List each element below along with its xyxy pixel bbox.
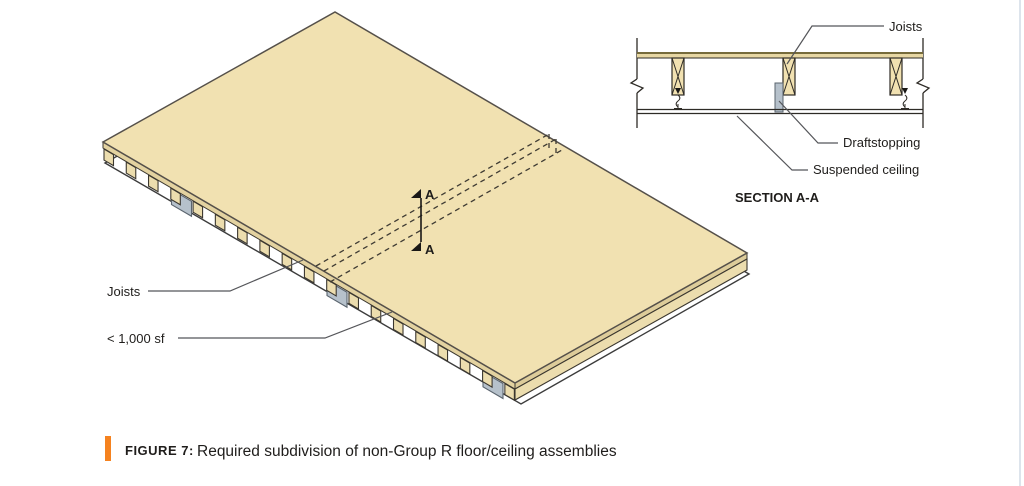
section-ceiling [637,108,923,115]
break-mark-right [915,78,931,94]
hanger-foot-right [901,104,909,109]
caption-text: Required subdivision of non-Group R floo… [197,443,617,460]
section-joists-leader [786,25,884,65]
section-flag-top [411,189,421,198]
section-view: Joists Draftstopping Suspended ceiling S… [629,19,931,205]
section-draftstop [774,82,784,113]
suspended-ceiling-label: Suspended ceiling [813,162,919,177]
area-leader-line [178,311,393,339]
break-mark-left [629,78,645,94]
joist-x-brace [782,57,796,96]
section-cut-marker: A A [411,187,435,257]
section-marker-a-bottom: A [425,242,435,257]
hanger-wire-left [675,94,681,108]
draftstopping-label: Draftstopping [843,135,920,150]
joist-end-tabs [103,148,515,402]
section-joists [671,57,903,96]
hanger-wire-right [902,94,908,108]
ceiling-hangers [674,88,909,109]
section-joist [782,57,796,96]
end-joist-side-face [514,258,748,401]
hanger-arrow-left [675,88,681,94]
section-deck [637,53,923,58]
suspended-ceiling-leader [736,115,808,171]
joist-x-brace [671,57,685,96]
page-right-border [1019,0,1021,486]
section-marker-a-top: A [425,187,435,202]
joist-x-brace [889,57,903,96]
section-joists-label: Joists [889,19,923,34]
isometric-assembly: A A Joists < 1,000 sf [101,11,751,405]
caption-accent-bar [105,436,111,461]
floor-deck-top [101,11,749,384]
section-joist [889,57,903,96]
draftstop-hidden-lines [315,133,563,283]
area-label: < 1,000 sf [107,331,165,346]
section-title: SECTION A-A [735,190,820,205]
joists-leader-line [148,259,304,292]
joists-label: Joists [107,284,141,299]
hanger-foot-left [674,104,682,109]
hanger-arrow-right [902,88,908,94]
caption-figure-number: FIGURE 7: [125,443,194,458]
figure-caption: FIGURE 7: Required subdivision of non-Gr… [105,436,617,461]
section-flag-bottom [411,242,421,251]
draftstopping-leader [778,100,838,144]
